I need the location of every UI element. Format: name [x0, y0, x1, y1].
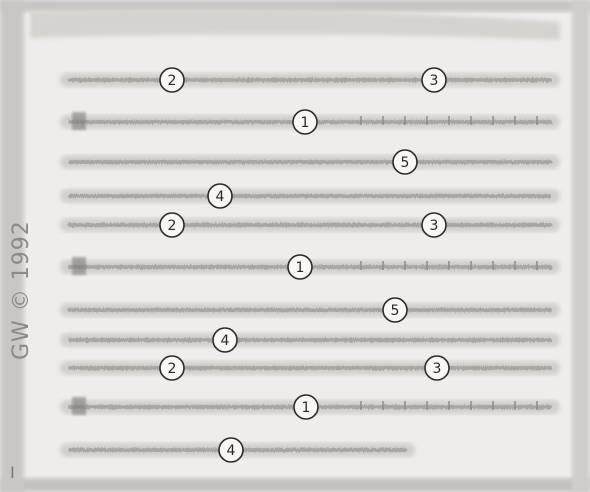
- circle-number: 3: [430, 218, 439, 234]
- circle-number: 1: [302, 400, 311, 416]
- band-tick: [470, 261, 472, 270]
- band-tick: [470, 401, 472, 410]
- band-marker: [72, 257, 86, 275]
- band-tick: [492, 261, 494, 270]
- number-circle: 4: [208, 184, 232, 208]
- circle-number: 5: [391, 303, 400, 319]
- number-circle: 2: [160, 356, 184, 380]
- band-tick: [536, 261, 538, 270]
- band-marker: [72, 397, 86, 415]
- number-circle: 4: [219, 438, 243, 462]
- band-tick: [404, 261, 406, 270]
- band-tick: [382, 116, 384, 125]
- band-tick: [514, 401, 516, 410]
- band-tick: [426, 401, 428, 410]
- number-circle: 4: [213, 328, 237, 352]
- band-tick: [492, 116, 494, 125]
- circle-number: 1: [296, 260, 305, 276]
- band-tick: [360, 401, 362, 410]
- band-marker: [72, 112, 86, 130]
- band-streak: [68, 366, 552, 370]
- circle-number: 3: [430, 73, 439, 89]
- number-circle: 3: [422, 68, 446, 92]
- band-tick: [448, 116, 450, 125]
- circle-number: 4: [216, 189, 225, 205]
- band-tick: [514, 116, 516, 125]
- circle-number: 1: [301, 115, 310, 131]
- number-circle: 1: [294, 395, 318, 419]
- number-circle: 5: [383, 298, 407, 322]
- band-tick: [536, 116, 538, 125]
- band-tick: [470, 116, 472, 125]
- circle-number: 4: [221, 333, 230, 349]
- number-circle: 1: [288, 255, 312, 279]
- band-tick: [382, 401, 384, 410]
- number-circle: 1: [293, 110, 317, 134]
- number-circle: 3: [425, 356, 449, 380]
- circle-number: 2: [168, 361, 177, 377]
- circle-number: 2: [168, 218, 177, 234]
- band-tick: [360, 116, 362, 125]
- band-tick: [360, 261, 362, 270]
- band-tick: [492, 401, 494, 410]
- band-tick: [514, 261, 516, 270]
- band-tick: [536, 401, 538, 410]
- circle-number: 4: [227, 443, 236, 459]
- circle-number: 5: [401, 155, 410, 171]
- band-tick: [448, 261, 450, 270]
- band-streak: [68, 78, 552, 82]
- edge-mark: I: [10, 463, 15, 482]
- number-circle: 2: [160, 213, 184, 237]
- copyright-watermark: GW © 1992: [9, 220, 34, 360]
- band-tick: [426, 261, 428, 270]
- band-tick: [448, 401, 450, 410]
- band-streak: [68, 338, 552, 342]
- band-tick: [404, 401, 406, 410]
- circle-number: 2: [168, 73, 177, 89]
- number-circle: 2: [160, 68, 184, 92]
- band-tick: [382, 261, 384, 270]
- band-tick: [426, 116, 428, 125]
- band-streak: [68, 223, 552, 227]
- circle-number: 3: [433, 361, 442, 377]
- number-circle: 3: [422, 213, 446, 237]
- band-streak: [68, 194, 552, 198]
- band-tick: [404, 116, 406, 125]
- band-streak: [68, 160, 552, 164]
- band-streak: [68, 308, 552, 312]
- number-circle: 5: [393, 150, 417, 174]
